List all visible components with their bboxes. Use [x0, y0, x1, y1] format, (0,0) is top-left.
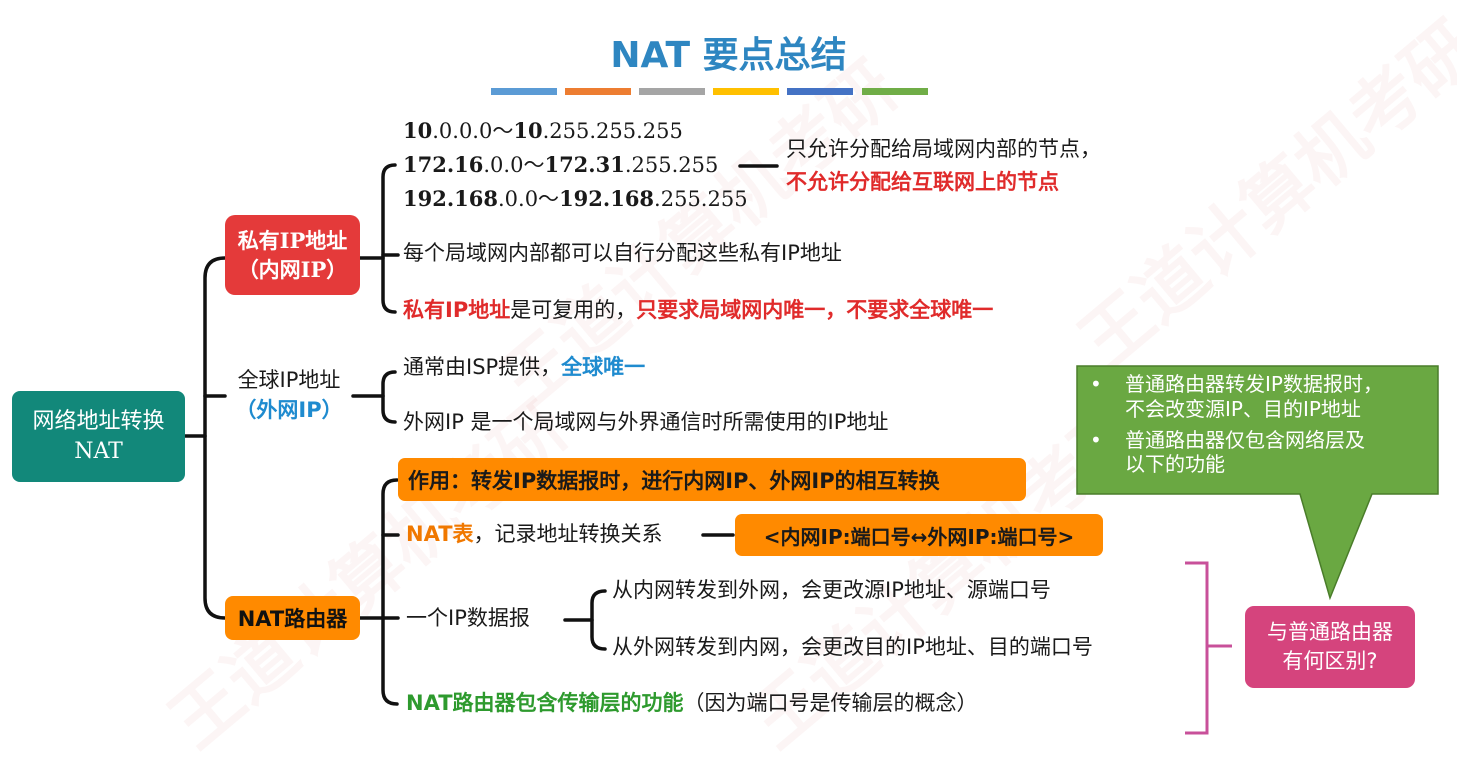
- title-bar-6: [862, 88, 928, 95]
- page-title: NAT 要点总结: [610, 35, 847, 76]
- nat-table-mapping-box: <内网IP:端口号↔外网IP:端口号>: [735, 514, 1103, 556]
- callout-text: • 普通路由器转发IP数据报时，不会改变源IP、目的IP地址 • 普通路由器仅包…: [1090, 372, 1383, 477]
- nat-table-text: NAT表，记录地址转换关系: [406, 522, 663, 546]
- callout-bullet-1: • 普通路由器转发IP数据报时，不会改变源IP、目的IP地址: [1090, 372, 1383, 421]
- title-bar-5: [787, 88, 853, 95]
- difference-line2: 有何区别?: [1282, 649, 1378, 673]
- private-ip-sublabel: （内网IP）: [237, 257, 348, 282]
- difference-box: 与普通路由器 有何区别?: [1245, 606, 1415, 688]
- title-bar-2: [565, 88, 631, 95]
- isp-text: 通常由ISP提供，全球唯一: [403, 355, 646, 379]
- outbound-text: 从内网转发到外网，会更改源IP地址、源端口号: [612, 578, 1051, 602]
- range-note-line1: 只允许分配给局域网内部的节点，: [786, 137, 1101, 161]
- private-ip-node: 私有IP地址 （内网IP）: [225, 215, 360, 295]
- nat-table-mapping-text: <内网IP:端口号↔外网IP:端口号>: [763, 524, 1075, 549]
- title-bar-4: [713, 88, 779, 95]
- global-ip-sublabel: （外网IP）: [235, 398, 343, 423]
- root-label-line2: NAT: [74, 438, 123, 464]
- title-bar-1: [491, 88, 557, 95]
- ip-range-10: 10.0.0.0～10.255.255.255: [403, 118, 683, 143]
- callout-bullet-2: • 普通路由器仅包含网络层及以下的功能: [1090, 427, 1365, 477]
- callout-shape: [1076, 365, 1439, 601]
- global-ip-node: 全球IP地址 （外网IP）: [225, 365, 353, 426]
- title-bar-3: [639, 88, 705, 95]
- ip-range-172: 172.16.0.0～172.31.255.255: [403, 152, 719, 177]
- nat-router-node: NAT路由器: [225, 596, 360, 640]
- global-ip-label: 全球IP地址: [237, 368, 341, 392]
- nat-role-text: 作用：转发IP数据报时，进行内网IP、外网IP的相互转换: [408, 468, 940, 493]
- transport-layer-text: NAT路由器包含传输层的功能（因为端口号是传输层的概念）: [406, 691, 978, 715]
- inbound-text: 从外网转发到内网，会更改目的IP地址、目的端口号: [612, 635, 1093, 659]
- datagram-label: 一个IP数据报: [406, 606, 530, 630]
- root-label-line1: 网络地址转换: [32, 408, 165, 434]
- nat-role-box: 作用：转发IP数据报时，进行内网IP、外网IP的相互转换: [398, 458, 1026, 501]
- nat-router-label: NAT路由器: [237, 607, 348, 631]
- public-ip-usage-text: 外网IP 是一个局域网与外界通信时所需使用的IP地址: [403, 410, 889, 434]
- each-lan-text: 每个局域网内部都可以自行分配这些私有IP地址: [403, 241, 842, 265]
- ip-range-192: 192.168.0.0～192.168.255.255: [403, 186, 748, 211]
- root-node: 网络地址转换 NAT: [12, 391, 185, 482]
- difference-line1: 与普通路由器: [1267, 619, 1393, 644]
- reuse-text: 私有IP地址是可复用的，只要求局域网内唯一，不要求全球唯一: [403, 298, 994, 322]
- range-note-line2: 不允许分配给互联网上的节点: [786, 170, 1059, 194]
- private-ip-label: 私有IP地址: [237, 227, 348, 253]
